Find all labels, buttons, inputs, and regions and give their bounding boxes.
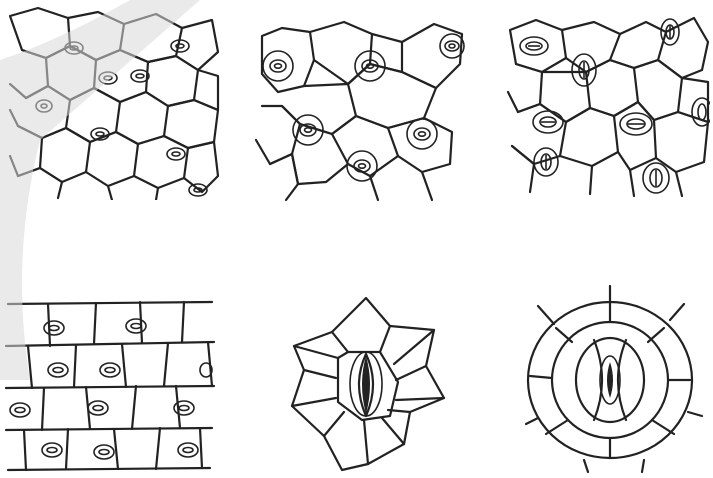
panel-a-drawing [8,6,220,200]
panel-b-drawing [252,14,466,204]
panel-c-drawing [506,12,710,202]
panel-a-anomocytic [8,6,220,200]
panel-e-drawing [286,294,446,474]
panel-c-anisocytic [506,12,710,202]
panel-e-radial-stoma [286,294,446,474]
panel-f-drawing [524,284,704,474]
panel-b-actinocytic [252,14,466,204]
panel-f-cyclocytic [524,284,704,474]
panel-d-paracytic-rows [4,298,216,474]
panel-d-drawing [4,298,216,474]
